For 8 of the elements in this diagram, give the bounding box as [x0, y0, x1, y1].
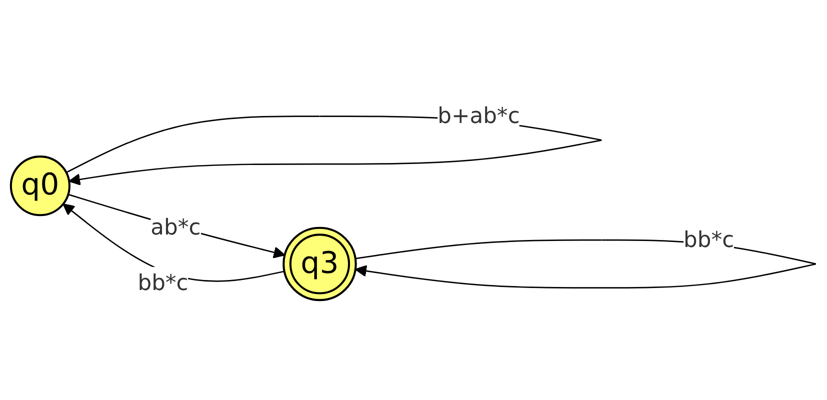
arrow: [68, 194, 286, 258]
edge-label: b+ab*c: [438, 102, 520, 129]
node-circle: q3: [282, 226, 357, 302]
edge-label: ab*c: [150, 214, 201, 240]
arrow: [62, 204, 285, 282]
edge-label: bb*c: [684, 226, 734, 252]
edge-label: bb*c: [138, 270, 188, 296]
node-circle: q0: [10, 156, 70, 216]
